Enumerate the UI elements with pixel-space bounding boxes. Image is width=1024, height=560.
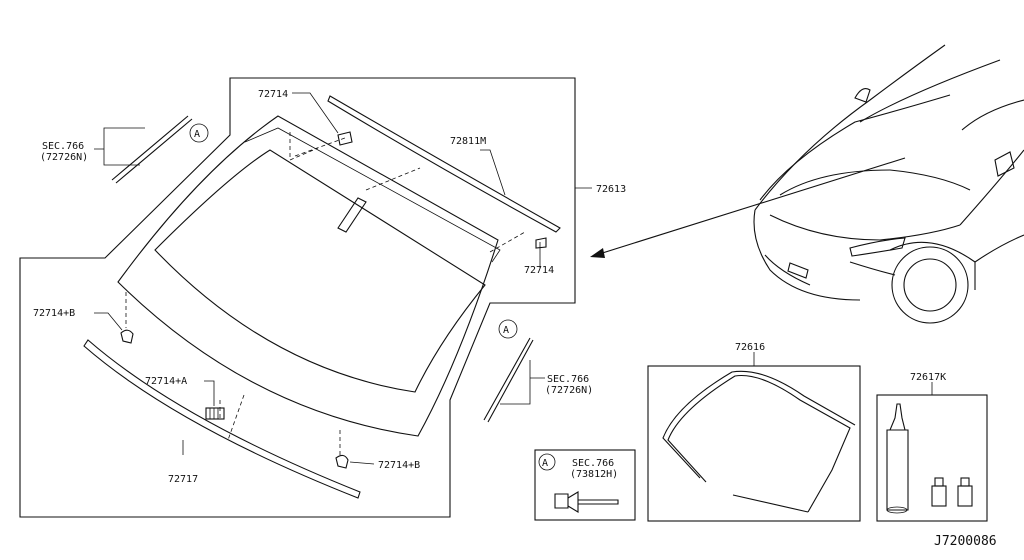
clip-top: [337, 131, 353, 146]
label-sec766-mid: SEC.766: [547, 374, 589, 385]
rivet-box: [534, 449, 636, 521]
main-assembly-frame: [19, 77, 576, 518]
top-molding: [327, 95, 561, 233]
label-sec766-box: SEC.766: [572, 458, 614, 469]
label-72616: 72616: [735, 342, 765, 353]
windshield-inner-area: [154, 149, 486, 393]
label-72617k: 72617K: [910, 372, 946, 383]
windshield-shade-band: [244, 127, 501, 263]
label-72717: 72717: [168, 474, 198, 485]
label-72714b-left: 72714+B: [33, 308, 75, 319]
bottom-molding: [83, 339, 361, 499]
clip-a: [205, 407, 225, 420]
marker-a-box: A: [542, 458, 548, 469]
marker-a-mid: A: [503, 325, 509, 336]
label-72714b-bottom: 72714+B: [378, 460, 420, 471]
label-72726n-mid: (72726N): [545, 385, 593, 396]
weatherstrip: [662, 370, 856, 513]
sealant-tube: [886, 403, 909, 514]
mirror-mount: [337, 197, 367, 233]
vehicle-illustration: [753, 44, 1024, 324]
side-molding-left: [111, 115, 193, 184]
weatherstrip-box: [647, 365, 861, 522]
label-sec766-left: SEC.766: [42, 141, 84, 152]
label-72714-top: 72714: [258, 89, 288, 100]
label-72726n-left: (72726N): [40, 152, 88, 163]
primer-bottles: [931, 477, 973, 507]
label-72613: 72613: [596, 184, 626, 195]
label-73812h-box: (73812H): [570, 469, 618, 480]
side-molding-right: [483, 337, 534, 423]
label-72714-right: 72714: [524, 265, 554, 276]
windshield-glass: [117, 115, 499, 437]
clip-b-left: [120, 329, 134, 344]
clip-b-bottom: [335, 454, 349, 469]
marker-a-left: A: [194, 129, 200, 140]
label-72714a: 72714+A: [145, 376, 187, 387]
diagram-code: J7200086: [934, 534, 997, 549]
clip-right: [535, 237, 547, 249]
rivet: [554, 491, 619, 513]
label-72811m: 72811M: [450, 136, 486, 147]
